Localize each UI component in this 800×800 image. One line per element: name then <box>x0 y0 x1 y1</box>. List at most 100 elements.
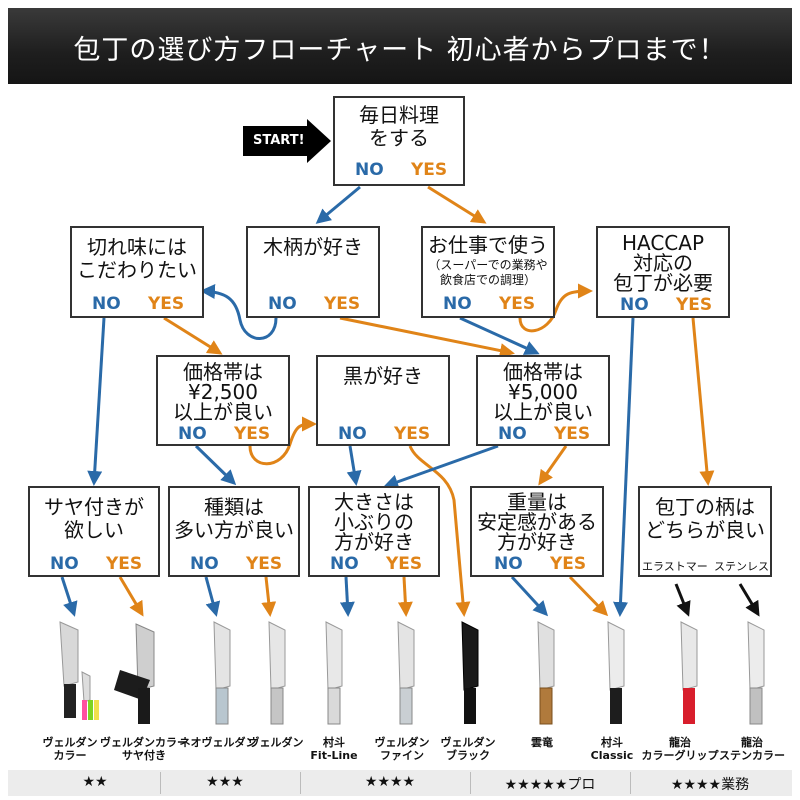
arrow-black-no <box>346 445 362 486</box>
box-handle-type: 包丁の柄は どちらが良い エラストマー ステンレス <box>638 486 772 577</box>
answer-no: NO <box>92 294 121 314</box>
answer-stainless: ステンレス <box>714 560 769 573</box>
answer-yes: YES <box>394 424 431 444</box>
box-sheath: サヤ付きが 欲しい NO YES <box>28 486 160 577</box>
answer-no: NO <box>268 294 297 314</box>
black-knife-icon <box>461 621 479 724</box>
box-p2500-line2: ¥2,500 <box>188 380 258 404</box>
answer-no: NO <box>498 424 527 444</box>
answer-yes: YES <box>148 294 185 314</box>
answer-no: NO <box>178 424 207 444</box>
rating-bar <box>8 770 792 796</box>
box-size-line1: 大きさは <box>334 490 414 514</box>
box-work-line1: お仕事で使う <box>428 233 548 257</box>
arrow-price5000-yes <box>538 445 568 486</box>
box-haccp: HACCAP 対応の 包丁が必要 NO YES <box>596 226 730 318</box>
box-daily-line1: 毎日料理 <box>359 103 439 127</box>
arrow-size-yes <box>397 576 413 617</box>
box-black: 黒が好き NO YES <box>316 355 450 446</box>
answer-no: NO <box>50 554 79 574</box>
arrow-wood-yes <box>339 316 515 358</box>
rating-divider <box>470 772 471 794</box>
knife-name: 龍治ステンカラー <box>719 736 785 762</box>
box-weight: 重量は 安定感がある 方が好き NO YES <box>470 486 604 577</box>
box-p5000-line3: 以上が良い <box>493 400 593 424</box>
box-handle-line1: 包丁の柄は <box>655 495 755 519</box>
arrow-work-no <box>459 316 540 355</box>
box-price-2500: 価格帯は ¥2,500 以上が良い NO YES <box>156 355 290 446</box>
answer-no: NO <box>355 160 384 180</box>
answer-no: NO <box>190 554 219 574</box>
arrow-haccp-yes <box>691 317 715 486</box>
box-p2500-line3: 以上が良い <box>173 400 273 424</box>
box-sharp-line2: こだわりたい <box>77 258 197 282</box>
box-weight-line1: 重量は <box>507 490 567 514</box>
answer-yes: YES <box>554 424 591 444</box>
box-size-line3: 方が好き <box>334 530 414 554</box>
rating-label: ★★★★ <box>364 774 416 790</box>
knife-with-sheath-icon <box>114 623 155 724</box>
answer-yes: YES <box>411 160 448 180</box>
answer-no: NO <box>330 554 359 574</box>
knife-name: ヴェルダンカラーサヤ付き <box>100 736 188 762</box>
answer-yes: YES <box>386 554 423 574</box>
start-arrow: START! <box>243 124 329 160</box>
arrow-daily-no <box>315 185 361 224</box>
stainless-knife-icon <box>747 621 765 725</box>
knife-icon <box>607 621 625 724</box>
colorful-knife-set-icon <box>59 621 99 720</box>
red-grip-knife-icon <box>680 621 698 724</box>
arrow-sharp-yes <box>163 316 223 355</box>
box-weight-line2: 安定感がある <box>477 510 597 534</box>
title-banner: 包丁の選び方フローチャート 初心者からプロまで！ <box>8 8 792 84</box>
box-sharp-line1: 切れ味には <box>87 235 187 259</box>
box-variety: 種類は 多い方が良い NO YES <box>168 486 300 577</box>
box-p5000-line1: 価格帯は <box>503 360 583 384</box>
arrow-weight-no <box>510 575 549 617</box>
box-haccp-line1: HACCAP <box>621 231 705 255</box>
arrow-size-no <box>339 576 355 617</box>
box-daily-cooking: 毎日料理 をする NO YES <box>333 96 465 186</box>
knife-icon <box>213 621 231 725</box>
box-p5000-line2: ¥5,000 <box>508 380 578 404</box>
knife-icon <box>397 621 415 725</box>
arrow-price2500-no <box>194 444 237 486</box>
answer-no: NO <box>443 294 472 314</box>
rating-divider <box>160 772 161 794</box>
answer-no: NO <box>338 424 367 444</box>
answer-yes: YES <box>324 294 361 314</box>
answer-yes: YES <box>246 554 283 574</box>
box-weight-line3: 方が好き <box>497 530 577 554</box>
box-size: 大きさは 小ぶりの 方が好き NO YES <box>308 486 440 577</box>
box-work-use: お仕事で使う （スーパーでの業務や 飲食店での調理） NO YES <box>421 226 555 318</box>
knife-name: 雲竜 <box>531 736 553 749</box>
arrow-variety-yes <box>261 576 277 617</box>
arrow-handle-elastomer <box>674 583 691 617</box>
rating-divider <box>300 772 301 794</box>
answer-elastomer: エラストマー <box>642 560 708 573</box>
box-black-line1: 黒が好き <box>343 364 423 388</box>
box-sheath-line2: 欲しい <box>64 518 124 542</box>
box-work-sub2: 飲食店での調理） <box>439 273 536 287</box>
box-sharpness: 切れ味には こだわりたい NO YES <box>70 226 204 318</box>
arrow-haccp-no <box>613 317 635 617</box>
rating-divider <box>630 772 631 794</box>
box-haccp-line2: 対応の <box>633 251 693 275</box>
box-variety-line1: 種類は <box>204 495 264 519</box>
knife-icon <box>268 621 286 725</box>
box-handle-line2: どちらが良い <box>645 518 765 542</box>
box-wood-line1: 木柄が好き <box>263 235 363 259</box>
knife-name: ヴェルダン <box>248 736 304 749</box>
answer-no: NO <box>620 295 649 315</box>
arrow-price5000-no <box>383 444 499 490</box>
wood-handle-knife-icon <box>537 621 555 725</box>
answer-yes: YES <box>499 294 536 314</box>
box-variety-line2: 多い方が良い <box>174 518 294 542</box>
arrow-variety-no <box>204 576 221 617</box>
arrow-daily-yes <box>427 185 487 224</box>
page-title: 包丁の選び方フローチャート 初心者からプロまで！ <box>73 35 727 66</box>
rating-label: ★★★★業務 <box>670 777 750 793</box>
knife-name: ヴェルダンファイン <box>374 736 430 762</box>
